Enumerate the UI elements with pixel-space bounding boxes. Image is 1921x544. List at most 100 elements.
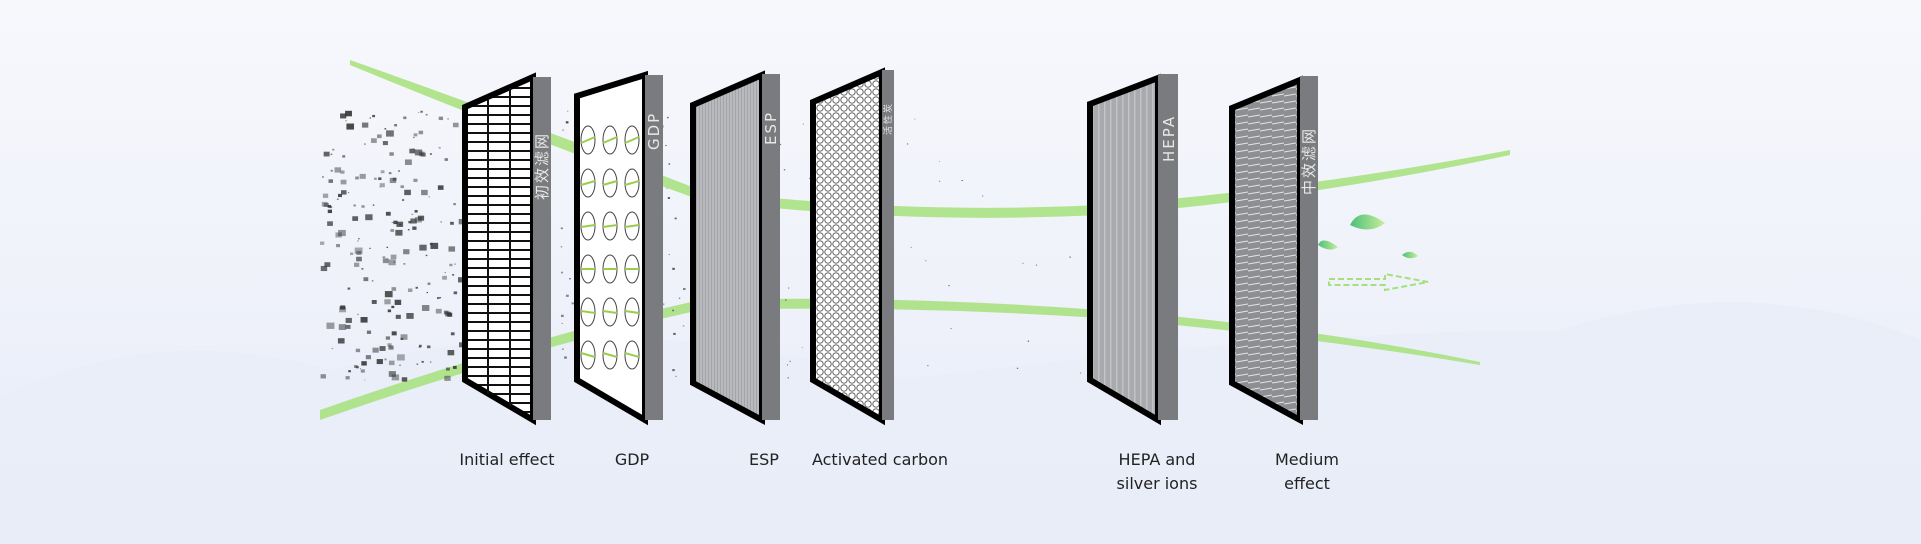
dust-particle [417, 215, 425, 221]
dust-particle [335, 232, 342, 238]
gdp-circle [580, 168, 596, 198]
dust-particle [378, 177, 382, 180]
dust-particle [444, 158, 448, 161]
dust-particle [565, 121, 569, 124]
label-initial-effect: Initial effect [459, 450, 555, 469]
dust-particle [337, 193, 342, 198]
gdp-bar [602, 310, 618, 314]
dust-particle [403, 263, 406, 265]
dust-particle [910, 246, 912, 248]
dust-particle [359, 173, 366, 179]
dust-particle [347, 287, 351, 290]
dust-particle [389, 177, 397, 184]
dust-particle [384, 358, 387, 361]
dust-particle [438, 146, 441, 149]
dust-particle [385, 211, 391, 216]
dust-particle [395, 229, 403, 236]
dust-particle [565, 294, 569, 297]
dust-particle [403, 249, 410, 255]
dust-particle [426, 291, 428, 294]
label-esp: ESP [749, 450, 779, 469]
dust-particle [360, 368, 362, 370]
dust-particle [406, 312, 414, 319]
filter-activated-carbon: 活性炭 [810, 67, 894, 426]
side-label: 活性炭 [882, 102, 894, 135]
dust-particle [391, 221, 393, 223]
dust-particle [384, 299, 391, 305]
dust-particle [668, 163, 671, 165]
dust-particle [336, 198, 339, 200]
filter-hepa: HEPA [1087, 73, 1178, 426]
dust-particle [354, 247, 363, 254]
dust-particle [413, 133, 418, 137]
dust-particle [401, 377, 408, 382]
dust-particle [332, 148, 335, 151]
dust-particle [428, 196, 430, 198]
dust-particle [435, 308, 442, 314]
gdp-bar [580, 224, 596, 228]
dust-particle [560, 227, 563, 230]
dust-particle [394, 299, 402, 305]
dust-particle [377, 134, 382, 139]
dust-particle [447, 118, 449, 120]
dust-particle [560, 271, 564, 274]
gdp-bar [580, 136, 596, 144]
dust-particle [331, 347, 334, 350]
dust-particle [453, 203, 456, 206]
dust-particle [412, 226, 417, 230]
dust-particle [950, 328, 952, 330]
dust-particle [404, 189, 411, 196]
dust-particle [361, 122, 369, 128]
dust-particle [391, 374, 400, 381]
dust-particle [370, 138, 377, 143]
dust-particle [385, 336, 390, 340]
dust-particle [338, 324, 347, 330]
dust-particle [386, 130, 394, 137]
dust-particle [927, 365, 929, 367]
dust-particle [666, 116, 669, 119]
dust-particle [340, 305, 346, 310]
dust-particle [438, 116, 444, 121]
dust-particle [444, 272, 446, 274]
dust-particle [429, 153, 432, 155]
dust-particle [683, 288, 686, 290]
dust-particle [1035, 264, 1038, 266]
dust-particle [327, 221, 333, 226]
dust-particle [374, 177, 377, 180]
dust-particle [562, 129, 564, 131]
dust-particle [327, 204, 332, 208]
dust-particle [678, 297, 681, 299]
gdp-bar [624, 180, 640, 186]
dust-particle [427, 282, 431, 285]
dust-particle [667, 197, 671, 199]
dust-particle [426, 345, 431, 349]
dashed-arrow-icon [1328, 272, 1429, 292]
side-label: ESP [762, 111, 780, 145]
dust-particle [395, 314, 401, 319]
dust-particle [421, 360, 424, 363]
dust-particle [675, 375, 677, 377]
gdp-bar [624, 136, 640, 144]
dust-particle [668, 254, 670, 256]
dust-particle [416, 363, 419, 365]
side-label: 初效滤网 [533, 132, 551, 200]
dust-particle [425, 254, 428, 257]
dust-particle [347, 192, 350, 194]
dust-particle [412, 136, 415, 139]
dust-particle [369, 117, 372, 119]
dust-particle [665, 144, 667, 147]
dust-particle [361, 361, 367, 366]
dust-particle [410, 218, 417, 224]
dust-particle [414, 210, 418, 213]
dust-particle [390, 229, 395, 232]
dust-particle [346, 123, 355, 130]
dust-particle [802, 123, 805, 125]
dust-particle [322, 176, 324, 178]
dust-particle [445, 311, 452, 317]
dust-particle [352, 216, 359, 221]
gdp-circle [580, 125, 596, 155]
dust-particle [327, 209, 333, 214]
dust-particle [372, 114, 376, 118]
dust-particle [361, 205, 365, 208]
dust-particle [407, 288, 413, 293]
